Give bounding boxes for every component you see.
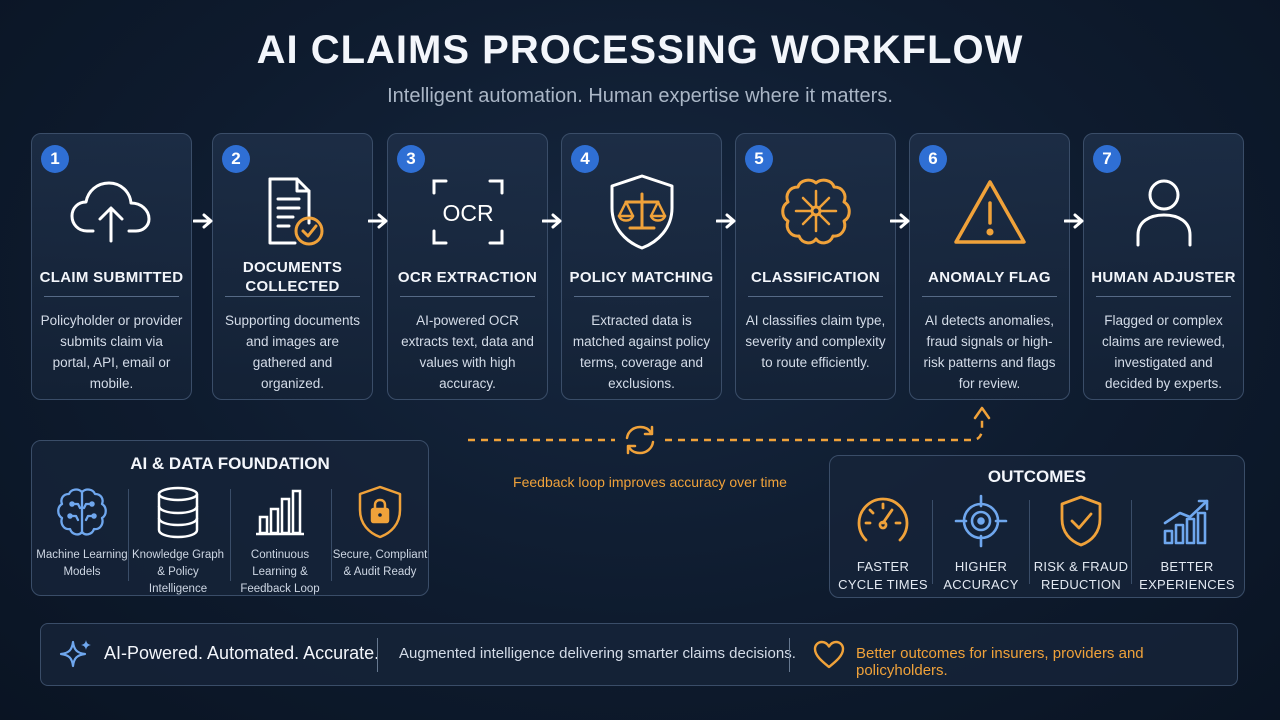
footer-bar: AI-Powered. Automated. Accurate. Augment… [40,623,1238,686]
separator [1131,500,1132,584]
step-number-badge: 6 [919,145,947,173]
divider [1096,296,1231,297]
step-title: HUMAN ADJUSTER [1091,268,1236,286]
step-description: Policyholder or provider submits claim v… [40,313,183,391]
foundation-item-label: Machine Learning Models [36,549,128,578]
cloud-upload-icon [32,172,191,252]
ocr-label: OCR [442,200,493,226]
step-card-claim-submitted: 1 CLAIM SUBMITTED Policyholder or provid… [31,133,192,400]
heart-icon [813,640,845,669]
step-card-classification: 5 CLASSIFICATION AI classifies claim typ… [735,133,896,400]
step-card-documents-collected: 2 DOCUMENTS COLLECTED Supporting documen… [212,133,373,400]
step-description: Extracted data is matched against policy… [572,313,711,391]
foundation-item-secure: Secure, Compliant & Audit Ready [330,481,430,581]
refresh-cycle-icon [625,425,655,455]
foundation-title: AI & DATA FOUNDATION [130,454,330,473]
separator [331,489,332,581]
step-number-badge: 3 [397,145,425,173]
foundation-item-label: Knowledge Graph & Policy Intelligence [131,549,225,595]
database-icon [128,481,228,543]
step-description: Supporting documents and images are gath… [224,313,361,391]
page-subtitle: Intelligent automation. Human expertise … [387,85,893,107]
foundation-item-label: Secure, Compliant & Audit Ready [332,549,428,578]
document-check-icon [213,172,372,252]
speedometer-icon [832,492,934,550]
footer-tagline: AI-Powered. Automated. Accurate. [104,643,380,663]
arrow-right-icon [368,213,388,229]
feedback-loop-label: Feedback loop improves accuracy over tim… [513,474,787,490]
separator [377,638,378,672]
separator [789,638,790,672]
step-description: AI-powered OCR extracts text, data and v… [401,313,534,391]
step-title: POLICY MATCHING [569,268,714,286]
arrow-right-icon [193,213,213,229]
separator [230,489,231,581]
step-title: OCR EXTRACTION [397,268,538,286]
target-icon [930,492,1032,550]
separator [1029,500,1030,584]
step-title: ANOMALY FLAG [928,268,1051,286]
divider [748,296,883,297]
person-icon [1084,172,1243,252]
ocr-scan-icon: OCR [388,172,547,252]
step-title: CLAIM SUBMITTED [39,268,184,286]
sparkle-icon [59,640,91,668]
step-description: Flagged or complex claims are reviewed, … [1101,313,1226,391]
footer-right-text: Better outcomes for insurers, providers … [856,645,1144,679]
step-number-badge: 5 [745,145,773,173]
step-card-anomaly-flag: 6 ANOMALY FLAG AI detects anomalies, fra… [909,133,1070,400]
step-card-policy-matching: 4 POLICY MATCHING Extracted data is matc… [561,133,722,400]
step-number-badge: 2 [222,145,250,173]
page-title: AI CLAIMS PROCESSING WORKFLOW [256,28,1024,72]
foundation-panel: AI & DATA FOUNDATION Machine Learning Mo… [31,440,429,596]
foundation-item-continuous-learning: Continuous Learning & Feedback Loop [230,481,330,598]
separator [128,489,129,581]
shield-scales-icon [562,172,721,252]
brain-network-icon [736,172,895,252]
divider [400,296,535,297]
arrow-right-icon [542,213,562,229]
arrow-right-icon [1064,213,1084,229]
step-number-badge: 7 [1093,145,1121,173]
foundation-item-label: Continuous Learning & Feedback Loop [240,549,320,595]
step-title: CLASSIFICATION [751,268,880,286]
foundation-item-knowledge-graph: Knowledge Graph & Policy Intelligence [128,481,228,598]
arrow-right-icon [716,213,736,229]
bar-chart-icon [230,481,330,543]
step-number-badge: 4 [571,145,599,173]
divider [44,296,179,297]
growth-chart-icon [1133,492,1241,550]
outcomes-title: OUTCOMES [987,467,1087,486]
foundation-item-ml: Machine Learning Models [32,481,132,581]
divider [225,296,360,297]
step-card-human-adjuster: 7 HUMAN ADJUSTER Flagged or complex clai… [1083,133,1244,400]
shield-check-icon [1029,492,1133,550]
step-card-ocr-extraction: 3 OCR OCR EXTRACTION AI-powered OCR extr… [387,133,548,400]
step-title: DOCUMENTS COLLECTED [242,259,343,295]
step-number-badge: 1 [41,145,69,173]
divider [574,296,709,297]
shield-lock-icon [330,481,430,543]
step-description: AI classifies claim type, severity and c… [745,313,886,370]
brain-icon [32,481,132,543]
feedback-loop-connector [468,406,991,442]
step-description: AI detects anomalies, fraud signals or h… [923,313,1056,391]
warning-triangle-icon [910,172,1069,252]
footer-middle-text: Augmented intelligence delivering smarte… [399,645,796,662]
separator [932,500,933,584]
divider [922,296,1057,297]
arrow-right-icon [890,213,910,229]
